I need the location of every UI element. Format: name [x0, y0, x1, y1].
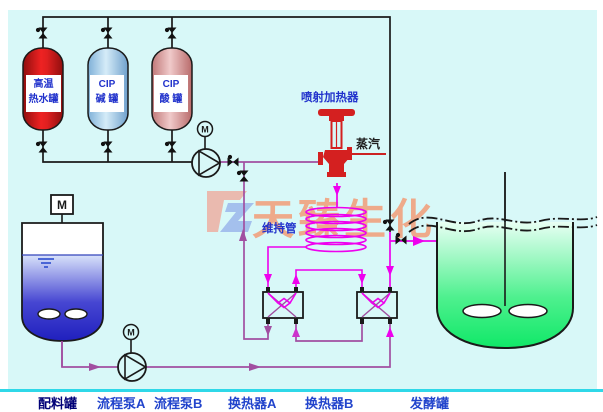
jet-heater-label: 喷射加热器 [301, 92, 359, 104]
hot-water-tank-label-2: 热水罐 [28, 93, 59, 105]
level-mark-icon [38, 258, 54, 268]
legend-batching-tank: 配料罐 [38, 396, 78, 411]
svg-text:M: M [127, 328, 135, 338]
batch-motor-label: M [57, 198, 67, 212]
jet-heater [318, 109, 355, 177]
fermenter-feed-valve[interactable] [395, 232, 407, 245]
svg-text:M: M [201, 125, 209, 135]
legend-hx-b: 换热器B [305, 396, 354, 411]
alkali-bottom-valve[interactable] [100, 141, 113, 153]
steam-label: 蒸汽 [356, 137, 381, 151]
hx-bottom-bridge-pipe [295, 322, 363, 342]
hot-water-top-valve[interactable] [35, 27, 48, 39]
legend-pump-a: 流程泵A [97, 396, 146, 411]
return-branch-valve[interactable] [236, 170, 249, 182]
fermenter-outline [436, 222, 574, 350]
hot-water-bottom-valve[interactable] [35, 141, 48, 153]
acid-bottom-valve[interactable] [164, 141, 177, 153]
heat-exchanger-a [262, 286, 304, 325]
watermark-logo-blue-shape [220, 203, 254, 232]
acid-top-valve[interactable] [164, 27, 177, 39]
batch-motor-box[interactable] [50, 194, 74, 215]
batching-tank-liquid [22, 255, 103, 341]
alkali-tank-label-2: 碱 罐 [95, 93, 119, 105]
cip-acid-tank-plate: CIP 酸 罐 [154, 75, 188, 112]
hot-water-tank-plate: 高温 热水罐 [26, 75, 61, 112]
legend-separator [0, 389, 603, 392]
pump-a-discharge-valve[interactable] [227, 154, 239, 167]
holding-tube-label: 维持管 [262, 223, 297, 235]
hot-water-tank-label-1: 高温 [33, 79, 54, 90]
legend-pump-b: 流程泵B [154, 396, 203, 411]
process-pump-a[interactable] [191, 148, 221, 178]
pump-b-motor[interactable]: M [122, 323, 140, 341]
flow-arrows [89, 186, 425, 371]
fermenter-top-break-lines [408, 216, 598, 233]
cip-return-valve[interactable] [382, 219, 395, 231]
alkali-top-valve[interactable] [100, 27, 113, 39]
legend-fermenter: 发酵罐 [410, 396, 450, 411]
legend-hx-a: 换热器A [228, 396, 277, 411]
batch-agitator-blade [37, 308, 61, 320]
pump-a-motor[interactable]: M [196, 120, 214, 138]
batch-agitator-blade [64, 308, 88, 320]
acid-tank-label-1: CIP [162, 79, 180, 90]
process-pump-b[interactable] [117, 352, 147, 382]
fermenter-agitator-blade [508, 303, 548, 319]
cip-alkali-tank-plate: CIP 碱 罐 [90, 75, 124, 112]
alkali-tank-label-1: CIP [98, 79, 116, 90]
motor-shafts [61, 136, 506, 353]
heat-exchanger-b [356, 286, 398, 325]
pump-b-product-pipe [61, 324, 391, 368]
watermark-logo-red-shape [207, 191, 247, 232]
acid-tank-label-2: 酸 罐 [159, 93, 183, 105]
fermenter-agitator-blade [462, 303, 502, 319]
